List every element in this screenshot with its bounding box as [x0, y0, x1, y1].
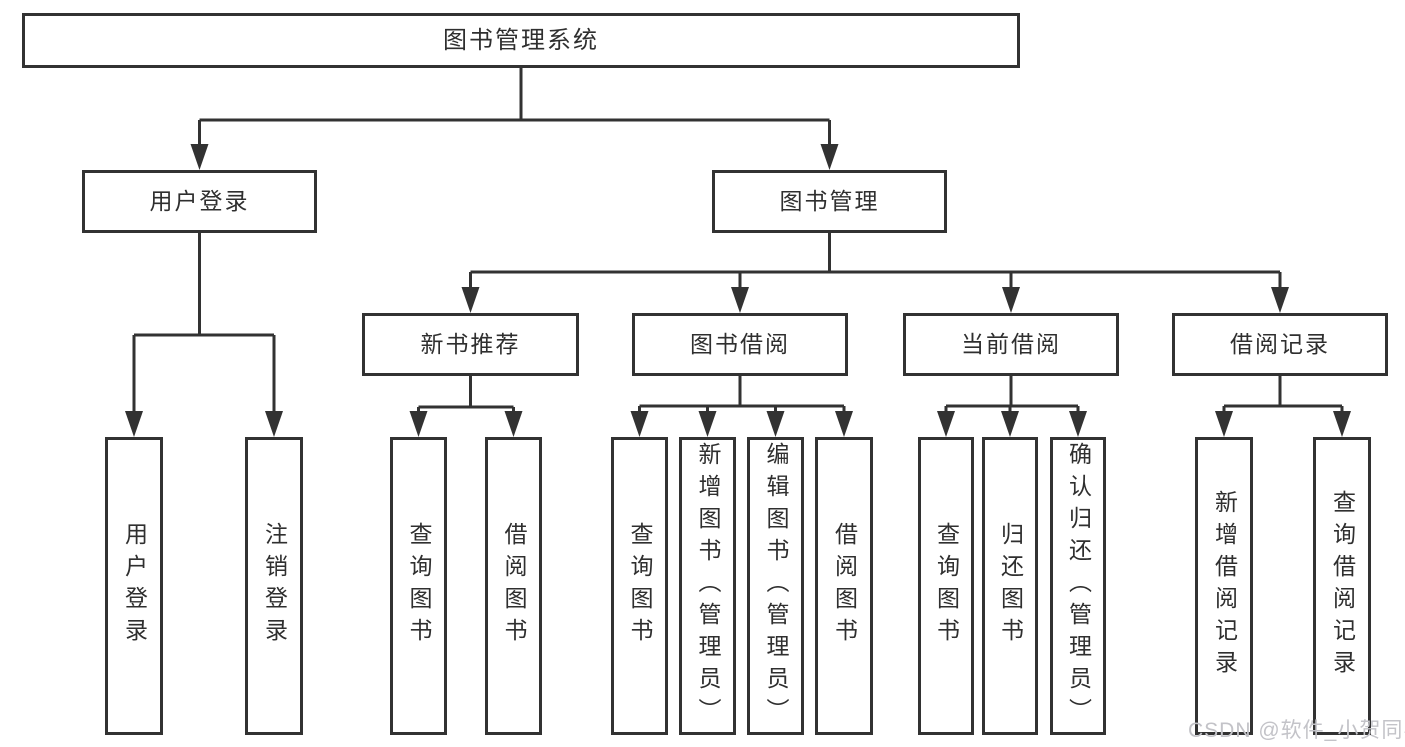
connector-book-management-to-level3: [469, 233, 1282, 292]
leaf-edit-books-admin: 编辑图书（管理员）: [747, 437, 804, 735]
arrowhead-icon: [265, 411, 283, 437]
arrowhead-icon: [1002, 287, 1020, 313]
node-label: 借阅图书: [831, 522, 858, 650]
node-label: 确认归还（管理员）: [1065, 442, 1092, 730]
arrowhead-icon: [504, 411, 523, 437]
arrowhead-icon: [698, 411, 717, 437]
csdn-watermark: CSDN @软件_小贺同学: [1188, 719, 1405, 742]
arrowhead-icon: [630, 411, 649, 437]
node-new-book-recommend: 新书推荐: [362, 313, 579, 376]
arrowhead-icon: [1001, 411, 1019, 437]
node-label: 借阅图书: [501, 522, 527, 650]
arrowhead-icon: [1333, 411, 1351, 437]
leaf-add-books-admin: 新增图书（管理员）: [679, 437, 736, 735]
leaf-borrow-books: 借阅图书: [815, 437, 873, 735]
node-label: 图书管理: [779, 188, 880, 214]
node-label: 用户登录: [121, 522, 148, 650]
node-label: 查询图书: [933, 522, 960, 650]
leaf-borrow-books-recommend: 借阅图书: [485, 437, 542, 735]
connector-new-book-recommend-to-leaves: [417, 376, 515, 416]
leaf-return-books: 归还图书: [982, 437, 1038, 735]
connector-book-borrowing-to-leaves: [638, 376, 846, 416]
arrowhead-icon: [125, 411, 143, 437]
leaf-query-books-current: 查询图书: [918, 437, 974, 735]
arrowhead-icon: [820, 144, 839, 170]
node-book-management: 图书管理: [712, 170, 947, 233]
arrowhead-icon: [190, 144, 209, 170]
node-book-borrowing: 图书借阅: [632, 313, 848, 376]
node-label: 新增借阅记录: [1211, 490, 1238, 682]
connector-root-to-level2: [198, 68, 831, 149]
node-borrowing-records: 借阅记录: [1172, 313, 1388, 376]
node-label: 查询借阅记录: [1329, 490, 1356, 682]
arrowhead-icon: [766, 411, 785, 437]
node-label: 查询图书: [406, 522, 432, 650]
leaf-query-books-borrowing: 查询图书: [611, 437, 668, 735]
connector-borrowing-records-to-leaves: [1222, 376, 1344, 416]
node-label: 编辑图书（管理员）: [763, 442, 789, 730]
node-label: 图书管理系统: [443, 26, 599, 54]
node-label: 查询图书: [627, 522, 653, 650]
leaf-logout: 注销登录: [245, 437, 303, 735]
node-label: 新增图书（管理员）: [695, 442, 721, 730]
node-label: 新书推荐: [420, 331, 521, 357]
connector-current-borrowing-to-leaves: [944, 376, 1080, 416]
node-label: 借阅记录: [1230, 331, 1330, 357]
node-library-management-system: 图书管理系统: [22, 13, 1020, 68]
node-label: 当前借阅: [961, 331, 1061, 357]
leaf-add-borrow-record: 新增借阅记录: [1195, 437, 1253, 735]
arrowhead-icon: [461, 287, 480, 313]
leaf-query-books-recommend: 查询图书: [390, 437, 447, 735]
arrowhead-icon: [1215, 411, 1233, 437]
leaf-query-borrow-record: 查询借阅记录: [1313, 437, 1371, 735]
leaf-user-login: 用户登录: [105, 437, 163, 735]
node-label: 图书借阅: [690, 331, 790, 357]
arrowhead-icon: [1069, 411, 1087, 437]
leaf-confirm-return-admin: 确认归还（管理员）: [1050, 437, 1106, 735]
arrowhead-icon: [1271, 287, 1289, 313]
connector-user-login-to-leaves: [132, 233, 276, 416]
arrowhead-icon: [835, 411, 853, 437]
arrowhead-icon: [731, 287, 749, 313]
arrowhead-icon: [409, 411, 428, 437]
node-label: 注销登录: [261, 522, 288, 650]
node-label: 用户登录: [149, 188, 250, 214]
node-current-borrowing: 当前借阅: [903, 313, 1119, 376]
node-user-login: 用户登录: [82, 170, 317, 233]
node-label: 归还图书: [997, 522, 1024, 650]
arrowhead-icon: [937, 411, 955, 437]
